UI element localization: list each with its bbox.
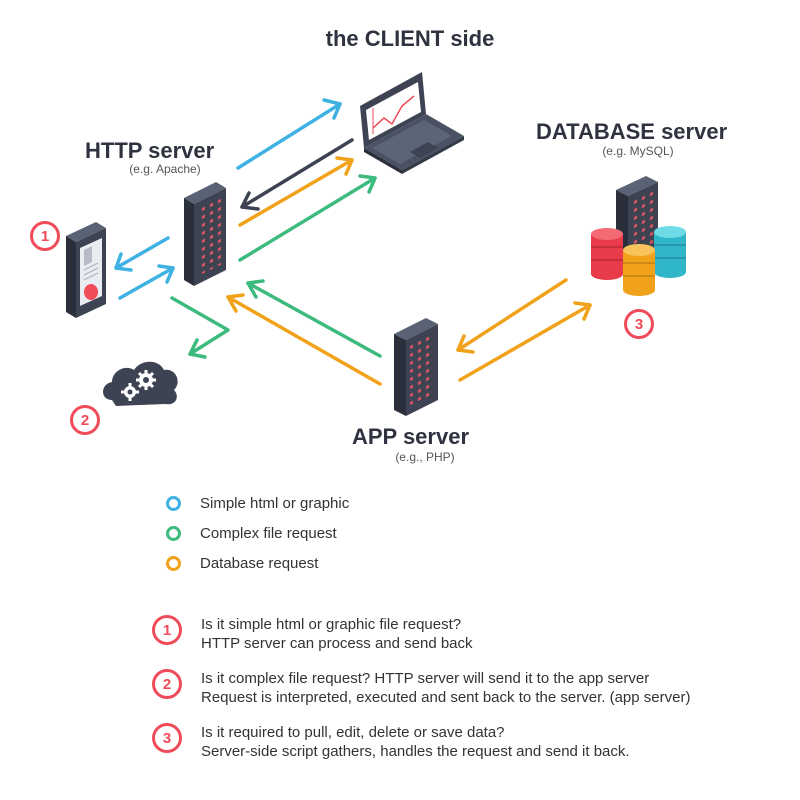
badge-2: 2 — [70, 405, 100, 435]
note-line: Server-side script gathers, handles the … — [201, 743, 630, 760]
note-line: Is it required to pull, edit, delete or … — [201, 724, 505, 741]
note-line: Is it simple html or graphic file reques… — [201, 616, 462, 633]
arrow-app-to-db-orange — [458, 301, 592, 382]
arrow-app-to-http-orange — [226, 293, 382, 386]
note-line: Is it complex file request? HTTP server … — [201, 670, 650, 687]
legend-label: Database request — [200, 555, 319, 572]
laptop-icon — [360, 72, 464, 174]
note-line: Request is interpreted, executed and sen… — [201, 689, 691, 706]
badge-1: 1 — [30, 221, 60, 251]
arrow-http-to-client-green — [238, 174, 377, 262]
http-server-icon — [184, 182, 226, 286]
arrow-app-to-http-green — [246, 279, 382, 358]
arrow-db-to-app-orange — [456, 278, 568, 354]
arrow-http-to-phone-blue — [114, 236, 170, 272]
note-number-badge: 2 — [152, 669, 182, 699]
legend-label: Simple html or graphic — [200, 495, 350, 512]
http-server-subtitle: (e.g. Apache) — [129, 162, 201, 176]
legend-item-database: Database request — [166, 555, 318, 572]
note-line: HTTP server can process and send back — [201, 635, 473, 652]
database-server-subtitle: (e.g. MySQL) — [602, 144, 674, 158]
legend-dot-orange — [166, 556, 181, 571]
client-title: the CLIENT side — [325, 26, 495, 51]
legend-dot-green — [166, 526, 181, 541]
note-3: 3 Is it required to pull, edit, delete o… — [152, 723, 630, 761]
database-teal-stack-icon — [654, 226, 686, 278]
app-server-title: APP server — [352, 424, 470, 449]
legend-item-simple: Simple html or graphic — [166, 495, 349, 512]
note-number-badge: 1 — [152, 615, 182, 645]
note-1: 1 Is it simple html or graphic file requ… — [152, 615, 473, 653]
arrow-http-to-cloud-green — [170, 296, 230, 359]
http-server-title: HTTP server — [85, 138, 215, 163]
legend-label: Complex file request — [200, 525, 337, 542]
arrow-phone-to-http-blue — [118, 264, 175, 300]
arrow-http-to-client-blue — [236, 98, 342, 170]
phone-icon — [66, 222, 106, 318]
database-orange-stack-icon — [623, 244, 655, 296]
arrow-http-to-client-orange — [238, 156, 354, 227]
note-number-badge: 3 — [152, 723, 182, 753]
app-server-subtitle: (e.g., PHP) — [395, 450, 455, 464]
cloud-gears-icon — [103, 361, 178, 406]
database-red-stack-icon — [591, 228, 623, 280]
badge-3: 3 — [624, 309, 654, 339]
arrow-client-to-http-dark — [240, 138, 354, 211]
legend-dot-blue — [166, 496, 181, 511]
legend-item-complex: Complex file request — [166, 525, 337, 542]
note-2: 2 Is it complex file request? HTTP serve… — [152, 669, 690, 707]
app-server-icon — [394, 318, 438, 416]
database-server-icon — [616, 176, 658, 262]
database-server-title: DATABASE server — [536, 119, 728, 144]
